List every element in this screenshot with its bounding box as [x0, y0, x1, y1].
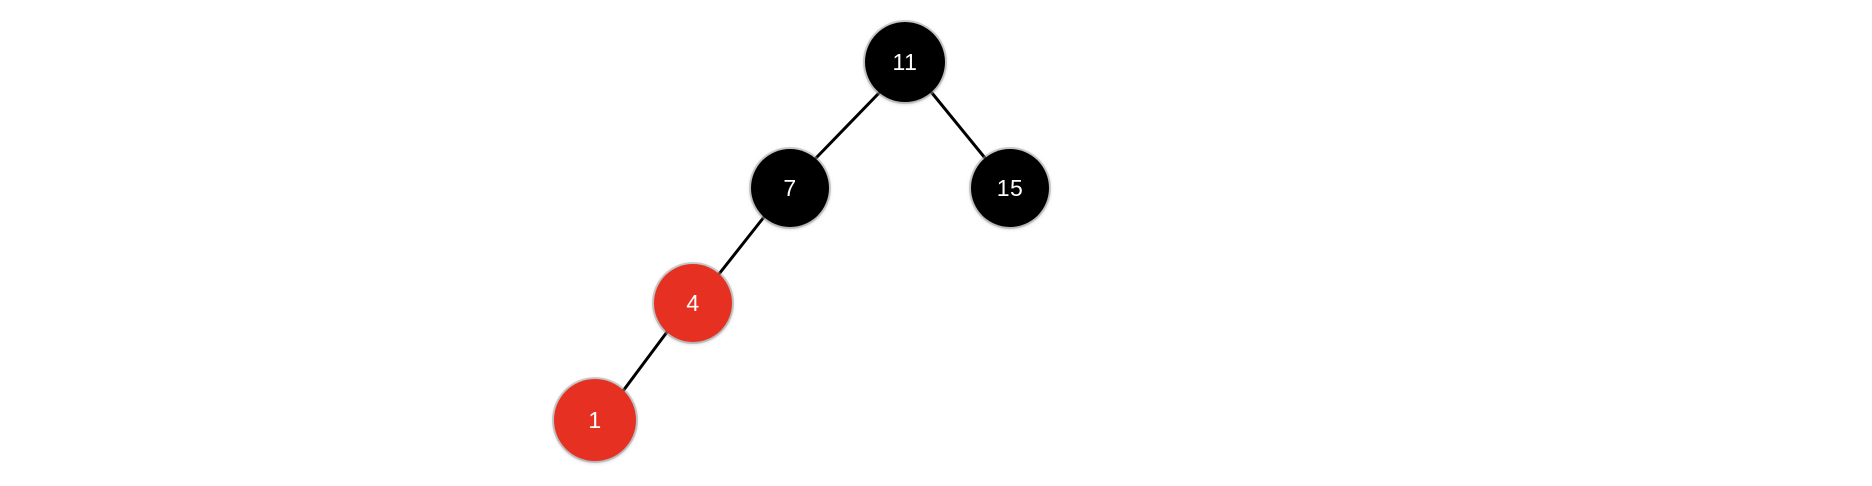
tree-edges	[621, 91, 987, 393]
tree-node-11[interactable]: 11	[865, 22, 945, 102]
tree-node-label: 15	[996, 174, 1024, 201]
tree-node-label: 11	[892, 48, 918, 75]
tree-edge	[814, 91, 881, 160]
tree-node-15[interactable]: 15	[971, 149, 1049, 227]
tree-node-label: 7	[783, 174, 797, 201]
tree-edge	[717, 215, 766, 276]
tree-node-7[interactable]: 7	[751, 149, 829, 227]
tree-node-4[interactable]: 4	[654, 264, 732, 342]
tree-node-label: 1	[588, 406, 602, 433]
tree-node-label: 4	[686, 289, 700, 316]
tree-edge	[621, 330, 669, 393]
tree-edge	[930, 91, 987, 160]
tree-node-1[interactable]: 1	[554, 379, 636, 461]
